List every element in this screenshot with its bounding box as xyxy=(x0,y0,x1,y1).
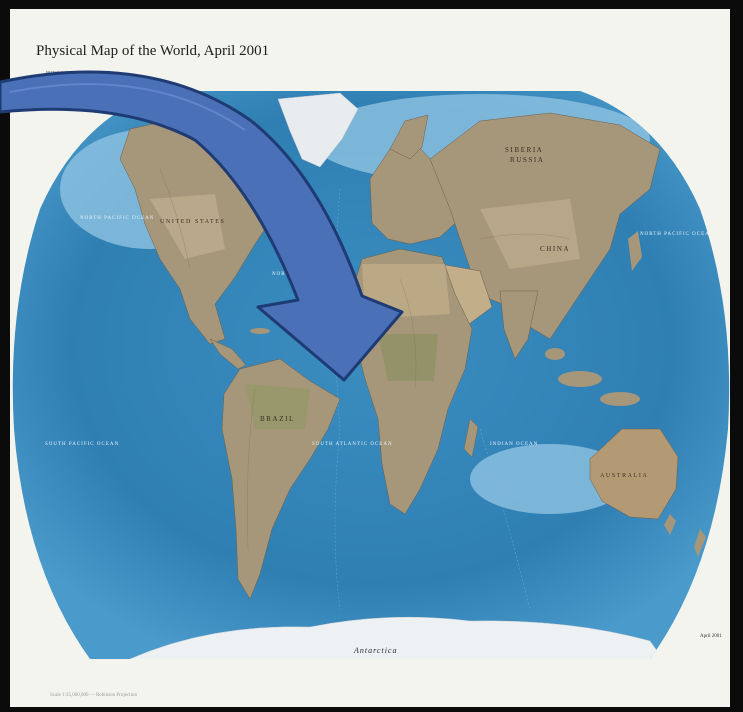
label-antarctica: Antarctica xyxy=(354,646,398,655)
label-siberia: SIBERIA xyxy=(505,146,544,154)
scale-note: Scale 1:35,000,000 — Robinson Projection xyxy=(50,693,137,698)
map-date: April 2001 xyxy=(700,634,722,639)
label-russia: RUSSIA xyxy=(510,156,545,164)
label-indian-ocean: INDIAN OCEAN xyxy=(490,442,539,447)
label-north-pacific: NORTH PACIFIC OCEAN xyxy=(80,216,155,221)
label-australia: AUSTRALIA xyxy=(600,473,649,479)
map-poster: Physical Map of the World, April 2001 BO… xyxy=(10,9,730,707)
annotation-arrow xyxy=(0,70,404,382)
australia xyxy=(589,428,679,520)
label-north-pacific-east: NORTH PACIFIC OCEAN xyxy=(640,232,715,237)
world-map[interactable] xyxy=(10,9,730,707)
label-united-states: UNITED STATES xyxy=(160,219,226,225)
label-south-atlantic: SOUTH ATLANTIC OCEAN xyxy=(312,442,393,447)
map-title: Physical Map of the World, April 2001 xyxy=(36,43,270,59)
label-china: CHINA xyxy=(540,245,571,253)
greenland xyxy=(277,92,359,168)
antarctica xyxy=(109,616,671,659)
label-south-pacific: SOUTH PACIFIC OCEAN xyxy=(45,442,120,447)
label-brazil: BRAZIL xyxy=(260,415,295,423)
